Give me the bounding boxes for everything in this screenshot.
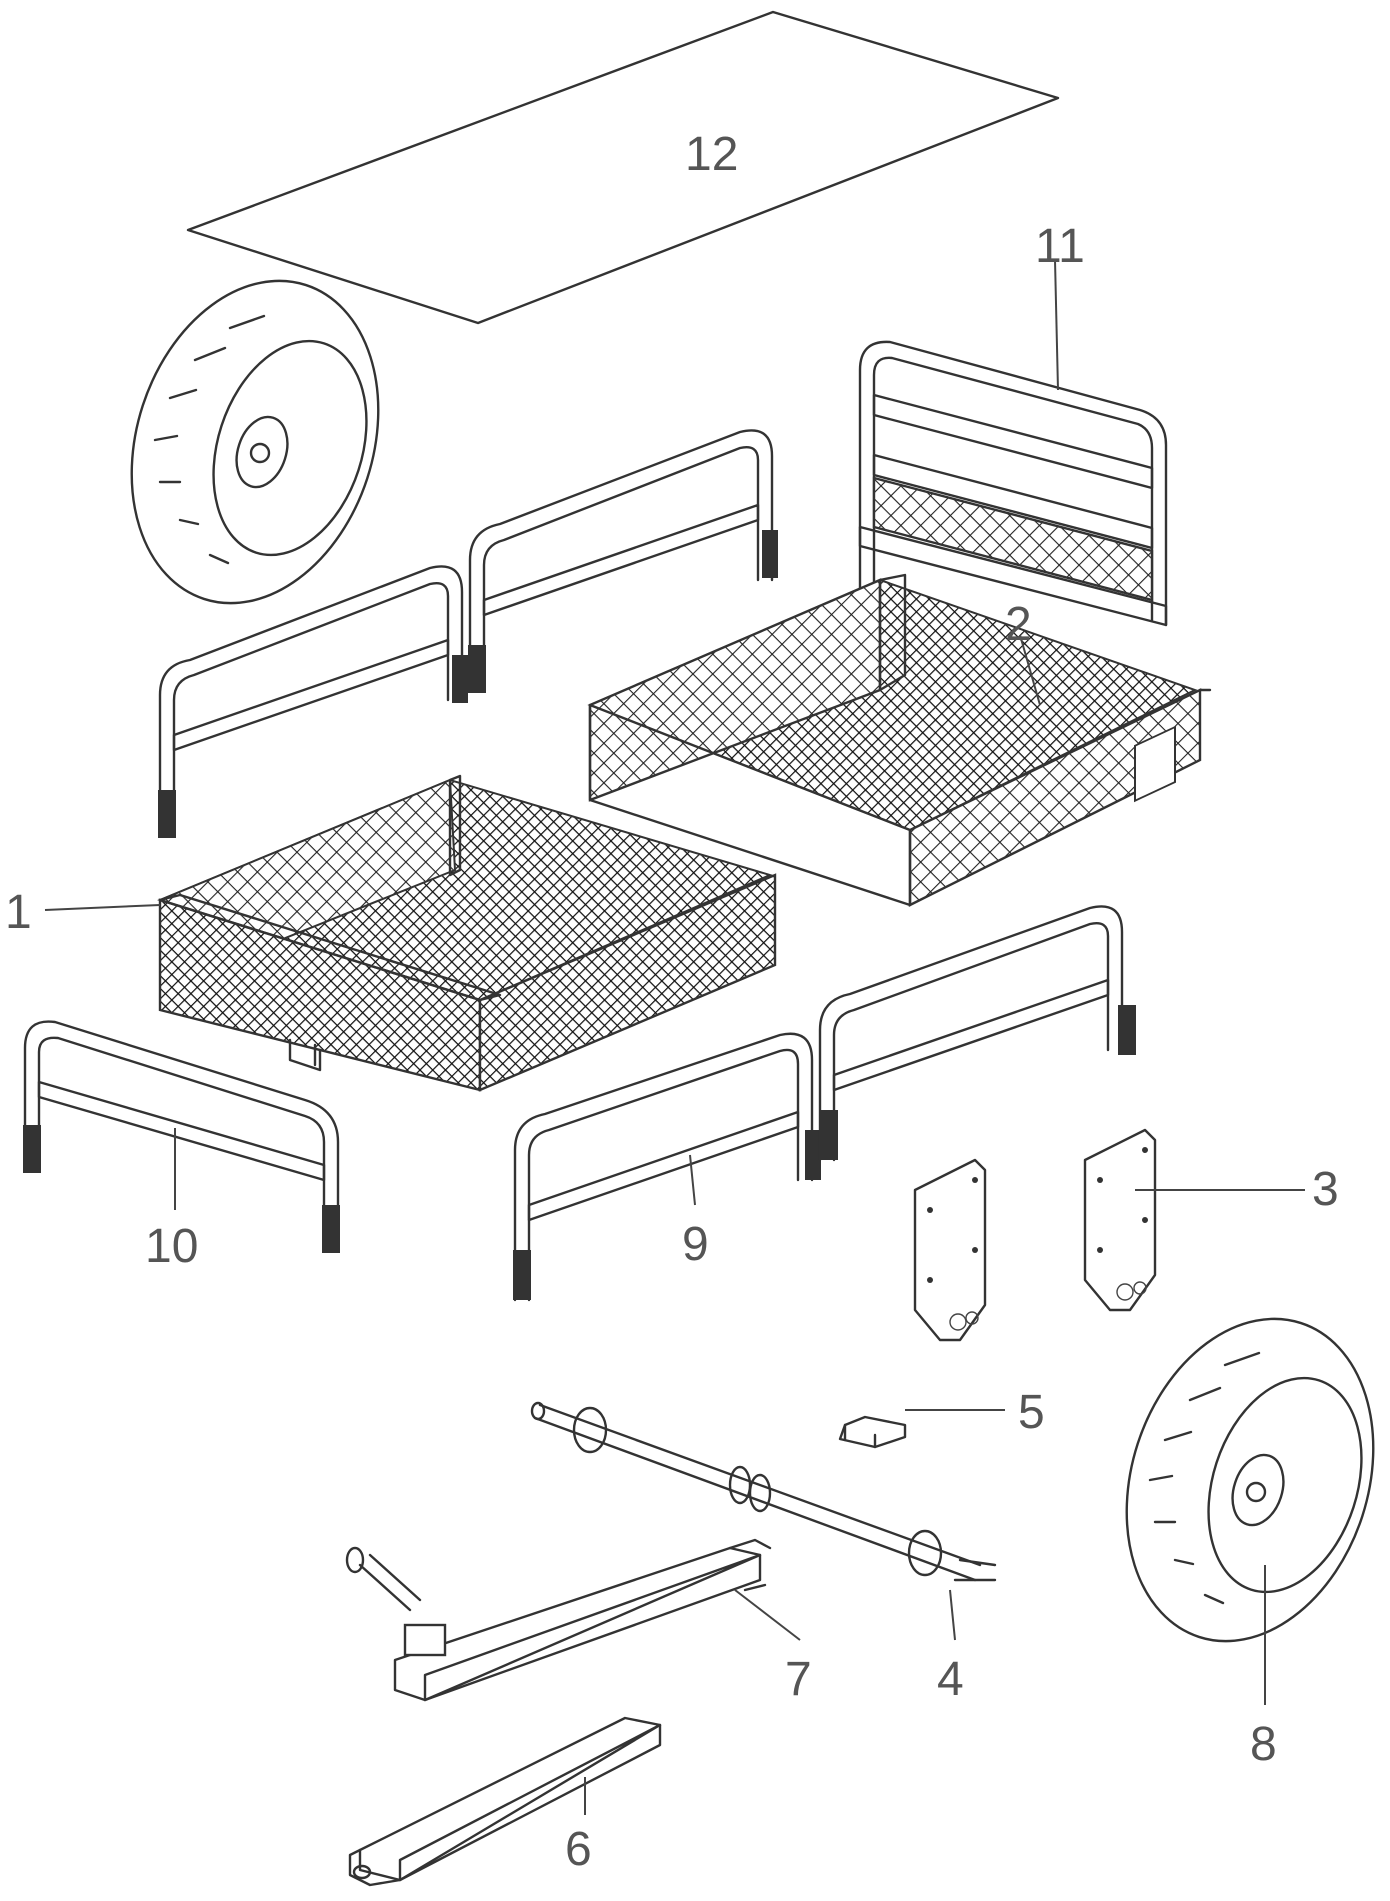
part-3-bracket-right — [1083, 1128, 1157, 1312]
part-6-tongue — [348, 1716, 662, 1887]
leader-lines — [44, 259, 1305, 1815]
part-9-side-rail-rear-left — [513, 1032, 821, 1302]
label-3: 3 — [1312, 1163, 1339, 1216]
part-9-side-rail-rear-right — [818, 905, 1136, 1162]
part-2-rear-basket — [587, 573, 1212, 907]
label-10: 10 — [145, 1220, 198, 1273]
part-11-tailgate — [858, 340, 1168, 627]
label-2: 2 — [1005, 598, 1032, 651]
label-7: 7 — [785, 1653, 812, 1706]
part-3-bracket-left — [913, 1158, 987, 1342]
part-labels: 12 11 2 1 3 10 9 5 7 4 8 6 — [5, 128, 1339, 1876]
label-8: 8 — [1250, 1718, 1277, 1771]
part-4-axle — [530, 1401, 997, 1582]
label-1: 1 — [5, 886, 32, 939]
part-5-clevis — [838, 1415, 907, 1449]
part-8-wheel-right — [1125, 1317, 1375, 1643]
label-11: 11 — [1035, 220, 1085, 273]
label-9: 9 — [682, 1218, 709, 1271]
part-8-wheel-left — [130, 279, 380, 605]
side-rail-upper-right — [468, 429, 778, 693]
label-12: 12 — [685, 128, 738, 181]
part-1-front-basket — [157, 774, 777, 1092]
part-7-drawbar — [345, 1538, 772, 1702]
part-12-deck-board — [186, 10, 1060, 325]
part-10-side-rail-front — [23, 1020, 340, 1253]
label-6: 6 — [565, 1823, 592, 1876]
label-4: 4 — [937, 1653, 964, 1706]
label-5: 5 — [1018, 1386, 1045, 1439]
side-rail-upper-left — [158, 565, 468, 838]
